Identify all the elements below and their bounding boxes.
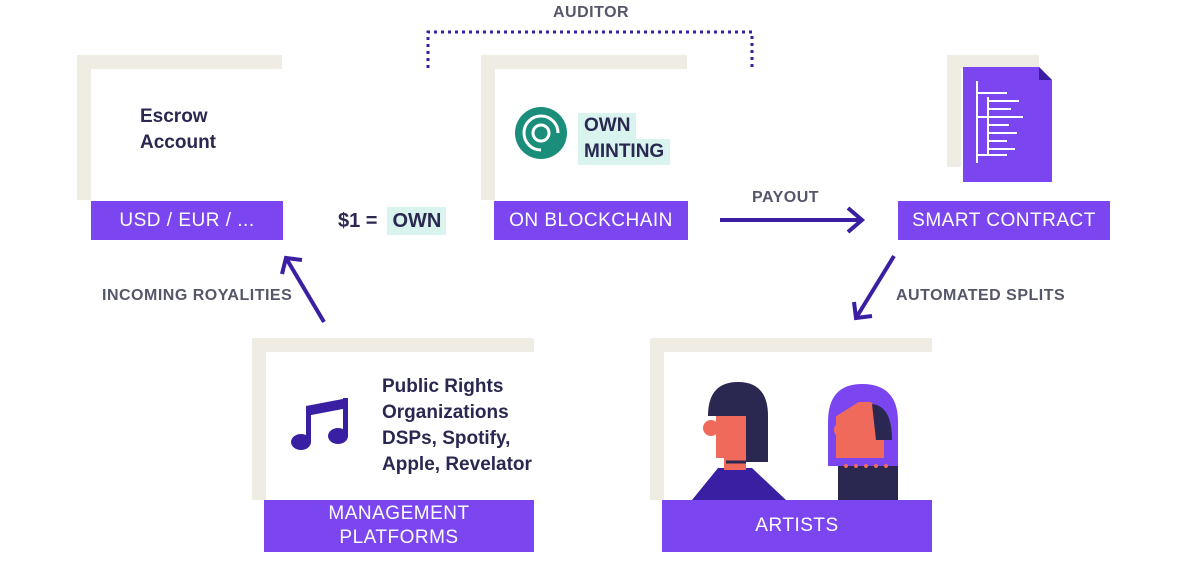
minting-label: OWN MINTING bbox=[578, 113, 671, 165]
minting-frame bbox=[481, 55, 687, 200]
escrow-frame bbox=[77, 55, 282, 200]
payout-label: PAYOUT bbox=[752, 189, 820, 206]
own-logo-icon bbox=[515, 107, 567, 159]
music-note-icon bbox=[291, 398, 348, 450]
document-icon bbox=[963, 67, 1052, 182]
artist-avatar-icon bbox=[692, 382, 786, 500]
payout-arrow-icon bbox=[720, 206, 866, 234]
artists-bar: ARTISTS bbox=[662, 500, 932, 552]
minting-line1: OWN bbox=[578, 113, 637, 139]
exchange-prefix: $1 = bbox=[338, 209, 378, 232]
auditor-bracket bbox=[426, 30, 754, 68]
splits-arrow-icon bbox=[852, 254, 896, 321]
automated-splits-label: AUTOMATED SPLITS bbox=[896, 287, 1066, 304]
incoming-arrow-icon bbox=[280, 255, 326, 324]
minting-line2: MINTING bbox=[578, 139, 671, 165]
escrow-account-text: Escrow Account bbox=[140, 106, 216, 153]
auditor-label: AUDITOR bbox=[553, 4, 630, 21]
smart-contract-bar: SMART CONTRACT bbox=[898, 201, 1110, 240]
artists-frame bbox=[650, 338, 932, 500]
exchange-rate: $1 = OWN bbox=[338, 207, 447, 235]
management-platforms-bar: MANAGEMENT PLATFORMS bbox=[264, 500, 534, 552]
management-frame bbox=[252, 338, 534, 500]
contract-frame bbox=[947, 55, 1039, 167]
on-blockchain-bar: ON BLOCKCHAIN bbox=[494, 201, 688, 240]
management-text: Public Rights Organizations DSPs, Spotif… bbox=[382, 376, 532, 475]
artist-avatar-icon bbox=[828, 384, 898, 502]
exchange-token: OWN bbox=[387, 207, 447, 235]
escrow-currency-bar: USD / EUR / ... bbox=[91, 201, 283, 240]
incoming-royalities-label: INCOMING ROYALITIES bbox=[102, 287, 293, 304]
